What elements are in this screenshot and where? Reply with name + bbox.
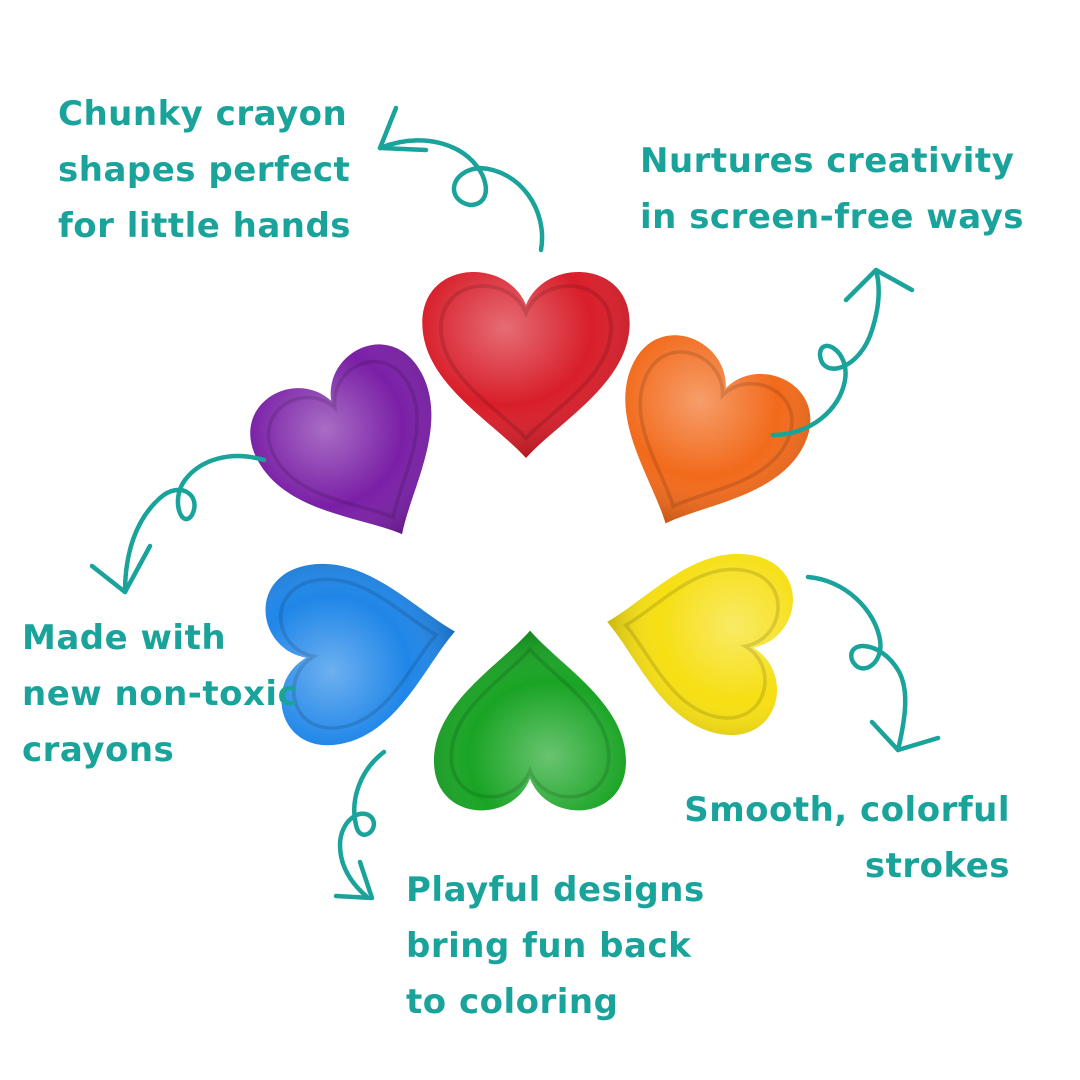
feature-non-toxic-line: crayons: [22, 730, 175, 770]
feature-chunky-shapes-line: Chunky crayon: [58, 94, 348, 134]
curly-arrow-icon: [377, 105, 545, 253]
feature-chunky-shapes-line: for little hands: [58, 206, 352, 246]
crayon-heart-green: [434, 630, 626, 811]
feature-playful-designs-line: bring fun back: [406, 926, 692, 966]
feature-playful-designs-line: Playful designs: [406, 870, 705, 910]
feature-playful-designs: Playful designs bring fun back to colori…: [406, 862, 705, 1030]
feature-smooth-strokes: Smooth, colorful strokes: [684, 782, 1010, 894]
feature-creativity: Nurtures creativity in screen-free ways: [640, 133, 1024, 245]
curly-arrow-icon: [770, 267, 915, 438]
curly-arrow-icon: [89, 453, 267, 595]
curly-arrow-icon: [805, 574, 941, 753]
feature-chunky-shapes: Chunky crayon shapes perfect for little …: [58, 86, 351, 254]
feature-creativity-line: Nurtures creativity: [640, 141, 1015, 181]
feature-playful-designs-line: to coloring: [406, 982, 619, 1022]
curly-arrow-icon: [333, 749, 387, 901]
feature-chunky-shapes-line: shapes perfect: [58, 150, 351, 190]
feature-non-toxic: Made with new non-toxic crayons: [22, 610, 298, 778]
feature-non-toxic-line: Made with: [22, 618, 227, 658]
crayon-heart-red: [422, 272, 630, 458]
feature-smooth-strokes-line: Smooth, colorful: [684, 790, 1010, 830]
feature-non-toxic-line: new non-toxic: [22, 674, 299, 714]
feature-creativity-line: in screen-free ways: [640, 197, 1025, 237]
feature-smooth-strokes-line: strokes: [864, 846, 1010, 886]
crayon-heart-yellow: [591, 532, 801, 743]
